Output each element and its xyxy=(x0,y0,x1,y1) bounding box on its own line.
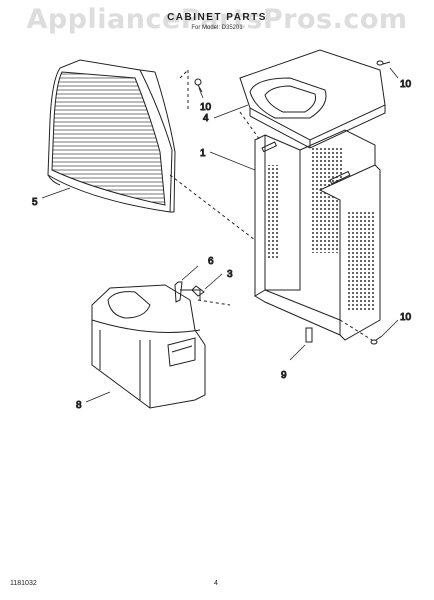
model-subtitle: For Model: D35201 xyxy=(191,25,243,31)
float-bracket xyxy=(174,281,205,303)
callout-leaders xyxy=(41,67,399,403)
top-cover xyxy=(239,49,386,149)
callout-10-left: 10 xyxy=(200,102,212,113)
callout-1: 1 xyxy=(200,148,206,159)
assembly-guide-lines xyxy=(169,69,373,341)
page-number: 4 xyxy=(214,580,218,587)
cabinet-shell xyxy=(254,129,381,341)
site-watermark: AppliancePartsPros.com xyxy=(26,4,408,35)
callout-10-top-right: 10 xyxy=(400,79,412,90)
callout-3: 3 xyxy=(227,269,233,280)
diagram-title: CABINET PARTS xyxy=(167,12,267,23)
document-number: 1181032 xyxy=(10,580,37,587)
callout-8: 8 xyxy=(76,400,82,411)
callout-9: 9 xyxy=(281,370,287,381)
screw-top-right xyxy=(376,60,391,66)
screw-lower-right xyxy=(370,335,383,345)
screw-top-left xyxy=(194,78,203,93)
base-tank xyxy=(91,284,206,409)
callout-5: 5 xyxy=(32,197,38,208)
callout-4: 4 xyxy=(203,113,209,124)
front-grille-panel xyxy=(47,59,176,213)
retainer-clip xyxy=(305,327,313,343)
callout-6: 6 xyxy=(208,256,214,267)
callout-10-lower-right: 10 xyxy=(400,312,412,323)
